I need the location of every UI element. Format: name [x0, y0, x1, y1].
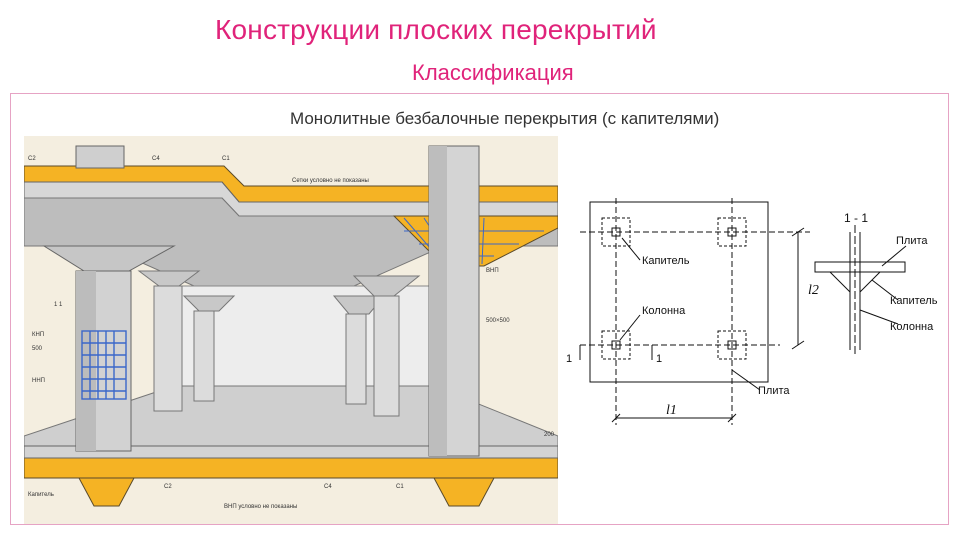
plan-section-mark-left: 1: [566, 353, 572, 365]
dim-tick-l2-top: [791, 227, 805, 237]
leader-kolonna: [619, 314, 641, 341]
label-section-marks: 1 1: [54, 302, 63, 308]
content-frame: [10, 93, 949, 525]
mid-column-3: [345, 313, 367, 405]
label-nnp: ННП: [32, 378, 45, 384]
leader-kapitel: [621, 237, 641, 261]
label-c2-bottom: С2: [164, 484, 172, 490]
section-label-kolonna: Колонна: [890, 321, 934, 333]
bottom-capital-left: [78, 477, 135, 507]
leader-section-plita: [881, 245, 907, 267]
plan-column-br: [727, 340, 737, 350]
label-c2-top: С2: [28, 156, 36, 162]
label-knp: КНП: [32, 332, 44, 338]
label-column-size: 500×500: [486, 318, 510, 324]
plan-column-tl: [611, 227, 621, 237]
bottom-slab-concrete: [24, 445, 558, 459]
section-capital-right: [859, 271, 881, 293]
plan-column-bl: [611, 340, 621, 350]
label-kapitel-bottom: Капитель: [28, 492, 54, 498]
plan-column-tr: [727, 227, 737, 237]
mid-column-2: [193, 310, 215, 402]
plan-capital-tr: [717, 217, 747, 247]
label-vnp-note: ВНП условно не показаны: [224, 504, 297, 510]
bottom-slab-layer: [24, 457, 558, 479]
plan-capital-br: [717, 330, 747, 360]
plan-label-l2: l2: [808, 283, 819, 298]
label-knp-dim: 500: [32, 346, 43, 352]
leader-section-kapitel: [871, 279, 899, 301]
plan-section-mark-right: 1: [656, 353, 662, 365]
label-c4-top: С4: [152, 156, 160, 162]
mid-column-4: [373, 295, 400, 417]
slide-subtitle: Классификация: [412, 60, 574, 85]
flat-slab-illustration: С2 С4 С1 Сетки условно не показаны КНП 5…: [24, 136, 558, 524]
top-column-stub: [75, 145, 125, 169]
left-column-shade: [76, 271, 96, 451]
plan-label-kolonna: Колонна: [642, 305, 686, 317]
plan-and-section-drawing: Капитель Колонна Плита l2 l1 1 1 1 - 1 П…: [566, 198, 938, 425]
section-capital-left: [829, 271, 851, 293]
label-c4-bottom: С4: [324, 484, 332, 490]
label-c1-bottom: С1: [396, 484, 404, 490]
dim-tick-l1-right: [727, 413, 737, 423]
label-slab-dim: 200: [544, 432, 555, 438]
section-slab: [814, 261, 906, 273]
plan-outline: [589, 201, 769, 383]
dim-tick-l1-left: [611, 413, 621, 423]
plan-capital-tl: [601, 217, 631, 247]
mid-column-left: [153, 285, 183, 412]
dim-tick-l2-bottom: [791, 340, 805, 350]
leader-plita: [731, 369, 761, 391]
label-vnp: ВНП: [486, 268, 499, 274]
right-column-shade: [429, 146, 447, 456]
slide-title: Конструкции плоских перекрытий: [215, 14, 657, 45]
bottom-capital-right: [433, 477, 495, 507]
plan-label-kapitel: Капитель: [642, 255, 690, 267]
label-grid-note: Сетки условно не показаны: [292, 178, 369, 184]
plan-label-plita: Плита: [758, 385, 790, 397]
rebar-cage: [81, 330, 127, 400]
diagram-caption: Монолитные безбалочные перекрытия (с кап…: [290, 109, 720, 128]
mid-capital-3: [332, 295, 386, 315]
section-title: 1 - 1: [844, 211, 868, 225]
label-c1-top: С1: [222, 156, 230, 162]
plan-capital-bl: [601, 330, 631, 360]
mid-capital-2: [182, 295, 236, 312]
section-label-plita: Плита: [896, 235, 928, 247]
section-label-kapitel: Капитель: [890, 295, 938, 307]
leader-section-kolonna: [859, 309, 899, 325]
plan-label-l1: l1: [666, 403, 677, 418]
